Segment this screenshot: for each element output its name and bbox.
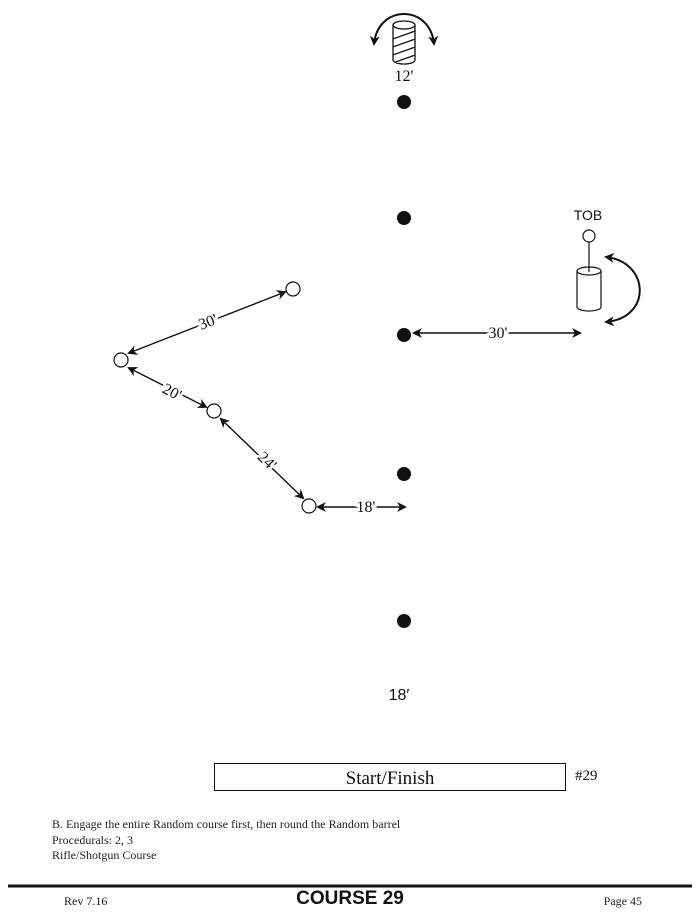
random-arrow-3: [219, 417, 305, 500]
notes-course-type: Rifle/Shotgun Course: [52, 848, 157, 862]
random-marker-3: [206, 403, 222, 419]
random-markers: [113, 281, 317, 514]
page-number: Page 45: [603, 894, 642, 908]
tob-barrel-icon: [576, 229, 641, 327]
pole-markers: [397, 95, 411, 628]
random-distance-4: 18': [357, 499, 376, 516]
random-distance-1: 30': [196, 311, 220, 334]
notes-line-1: B. Engage the entire Random course first…: [52, 817, 401, 831]
random-arrow-1: [127, 290, 287, 355]
notes-procedurals: Procedurals: 2, 3: [52, 832, 133, 847]
pole-marker-2: [397, 211, 411, 225]
pole-marker-1: [397, 95, 411, 109]
top-barrel-icon: [369, 13, 439, 65]
random-marker-2: [113, 352, 129, 368]
pole-marker-4: [397, 467, 411, 481]
page-footer: Rev 7.16 COURSE 29 Page 45: [0, 888, 700, 912]
random-marker-4: [301, 498, 317, 514]
random-distance-3: 24': [254, 449, 279, 474]
pole-marker-3: [397, 328, 411, 342]
random-marker-1: [285, 281, 301, 297]
bottom-distance: 18′: [389, 687, 410, 704]
start-finish-label: Start/Finish: [346, 768, 435, 789]
random-arrow-2: [127, 367, 208, 408]
top-barrel-distance: 12': [395, 68, 414, 85]
start-finish-box: [214, 763, 566, 791]
course-notes: B. Engage the entire Random course first…: [52, 817, 400, 864]
pole-marker-5: [397, 614, 411, 628]
tob-distance-label: 30': [489, 325, 508, 342]
random-distance-2: 20': [159, 381, 184, 405]
tob-label: TOB: [574, 207, 603, 223]
course-title: COURSE 29: [296, 888, 404, 909]
course-number-tag: #29: [575, 768, 598, 784]
revision: Rev 7.16: [64, 894, 108, 908]
